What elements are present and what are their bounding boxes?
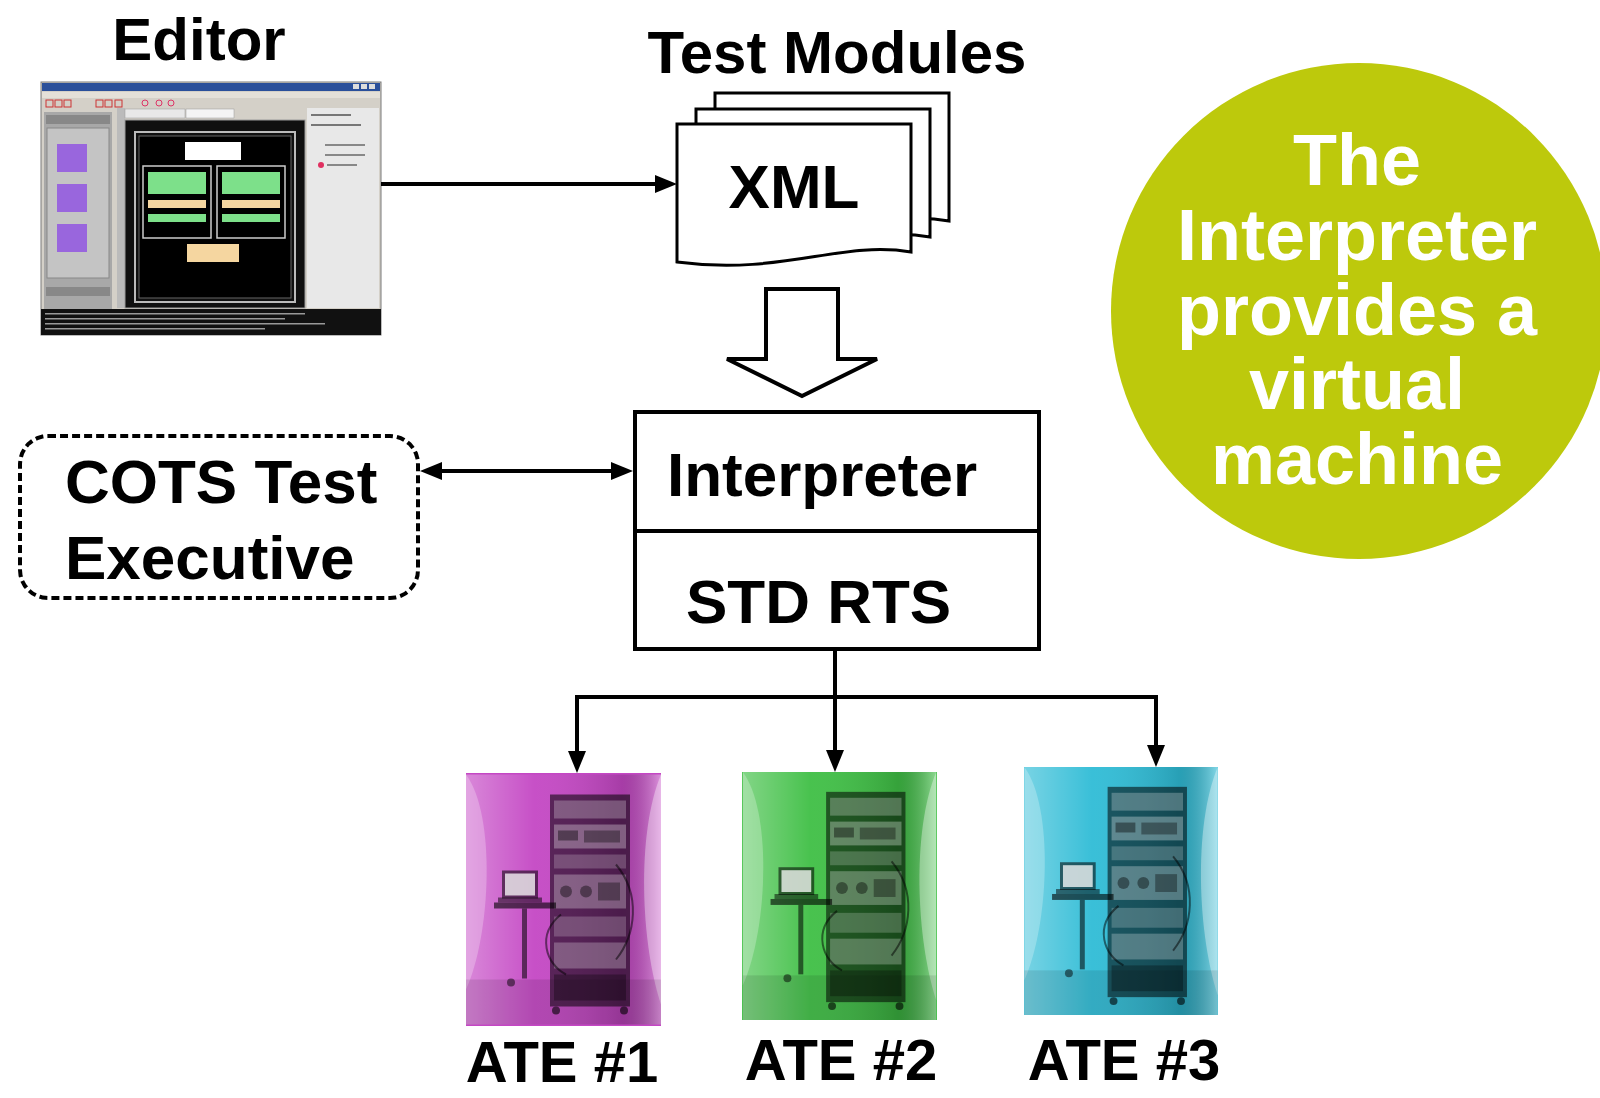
illustration-part bbox=[327, 164, 357, 166]
illustration-part bbox=[42, 83, 380, 91]
illustration-part bbox=[307, 108, 379, 308]
ate-node: ATE #1 bbox=[466, 773, 661, 1026]
illustration-part bbox=[185, 142, 241, 160]
connector-line bbox=[577, 651, 835, 751]
ate-photo bbox=[466, 773, 661, 1026]
illustration-part bbox=[46, 115, 110, 124]
node-heading: Test Modules bbox=[648, 20, 1027, 86]
arrowhead bbox=[826, 750, 844, 772]
illustration-part bbox=[466, 775, 661, 1025]
process-box: Interpreter bbox=[633, 410, 1041, 533]
document-stack: Test ModulesXML bbox=[677, 124, 911, 270]
ate-node: ATE #2 bbox=[742, 772, 937, 1020]
illustration-part bbox=[318, 162, 324, 168]
connector-line bbox=[381, 182, 655, 186]
illustration-part bbox=[139, 136, 291, 298]
editor-screenshot-node: Editor bbox=[41, 82, 381, 335]
illustration-part bbox=[148, 214, 206, 222]
illustration-part bbox=[44, 112, 112, 309]
illustration-part bbox=[222, 172, 280, 194]
connector bbox=[727, 289, 877, 396]
illustration-part bbox=[64, 100, 71, 107]
node-label: XML bbox=[729, 153, 860, 221]
illustration-part bbox=[148, 172, 206, 194]
illustration-part bbox=[47, 128, 109, 278]
illustration-part bbox=[45, 328, 265, 330]
illustration-part bbox=[46, 100, 53, 107]
ate-node: ATE #3 bbox=[1024, 767, 1218, 1015]
illustration-part bbox=[142, 100, 148, 106]
illustration-part bbox=[222, 200, 280, 208]
node-label: COTS Test Executive bbox=[65, 444, 405, 595]
illustration-part bbox=[1024, 767, 1217, 1015]
arrowhead bbox=[655, 175, 677, 193]
illustration-part bbox=[186, 109, 234, 118]
illustration-part bbox=[55, 100, 62, 107]
illustration-part bbox=[135, 132, 295, 302]
illustration-part bbox=[57, 224, 87, 252]
illustration-part bbox=[57, 144, 87, 172]
illustration-part bbox=[143, 166, 211, 238]
illustration-part bbox=[187, 244, 239, 262]
illustration-part bbox=[361, 84, 367, 89]
ate-photo bbox=[1024, 767, 1218, 1015]
illustration-part bbox=[743, 772, 936, 1020]
illustration-part bbox=[45, 318, 285, 320]
illustration-part bbox=[325, 154, 365, 156]
illustration-part bbox=[41, 309, 381, 335]
illustration-part bbox=[115, 100, 122, 107]
illustration-part bbox=[168, 100, 174, 106]
illustration-part bbox=[325, 144, 365, 146]
arrowhead bbox=[568, 751, 586, 773]
editor-screenshot bbox=[41, 82, 381, 335]
illustration-part bbox=[1024, 767, 1218, 1015]
illustration-part bbox=[311, 114, 351, 116]
process-box: STD RTS bbox=[633, 529, 1041, 651]
arrowhead bbox=[1147, 745, 1165, 767]
illustration-part bbox=[46, 287, 110, 296]
illustration-part bbox=[117, 108, 125, 308]
illustration-part bbox=[217, 166, 285, 238]
illustration-part bbox=[57, 184, 87, 212]
illustration-part bbox=[42, 92, 380, 98]
node-label: Interpreter bbox=[667, 441, 977, 509]
node-label: ATE #1 bbox=[466, 1030, 658, 1094]
illustration-part bbox=[41, 82, 381, 335]
connector bbox=[381, 175, 677, 193]
illustration-part bbox=[125, 120, 305, 308]
dashed-box: COTS Test Executive bbox=[18, 434, 420, 600]
node-label: ATE #2 bbox=[745, 1028, 937, 1092]
arrowhead bbox=[420, 462, 442, 480]
illustration-part bbox=[311, 124, 361, 126]
illustration-part bbox=[222, 214, 280, 222]
illustration-part bbox=[156, 100, 162, 106]
block-arrow bbox=[727, 289, 877, 396]
node-label: ATE #3 bbox=[1028, 1028, 1220, 1092]
illustration-part bbox=[466, 773, 661, 1026]
document-page bbox=[677, 124, 911, 265]
illustration-part bbox=[742, 772, 937, 1020]
node-label: The Interpreter provides a virtual machi… bbox=[1137, 123, 1577, 497]
connector bbox=[568, 651, 835, 773]
callout-circle: The Interpreter provides a virtual machi… bbox=[1111, 63, 1600, 559]
connector-line bbox=[442, 469, 611, 473]
illustration-part bbox=[45, 313, 305, 315]
connector-line bbox=[835, 651, 1156, 745]
illustration-part bbox=[353, 84, 359, 89]
illustration-part bbox=[148, 200, 206, 208]
illustration-part bbox=[96, 100, 103, 107]
node-label: Editor bbox=[112, 7, 285, 73]
illustration-part bbox=[45, 323, 325, 325]
node-label: STD RTS bbox=[686, 568, 951, 636]
connector bbox=[835, 651, 1165, 767]
illustration-part bbox=[125, 109, 185, 118]
connector bbox=[420, 462, 633, 480]
illustration-part bbox=[105, 100, 112, 107]
illustration-part bbox=[369, 84, 375, 89]
ate-photo bbox=[742, 772, 937, 1020]
arrowhead bbox=[611, 462, 633, 480]
